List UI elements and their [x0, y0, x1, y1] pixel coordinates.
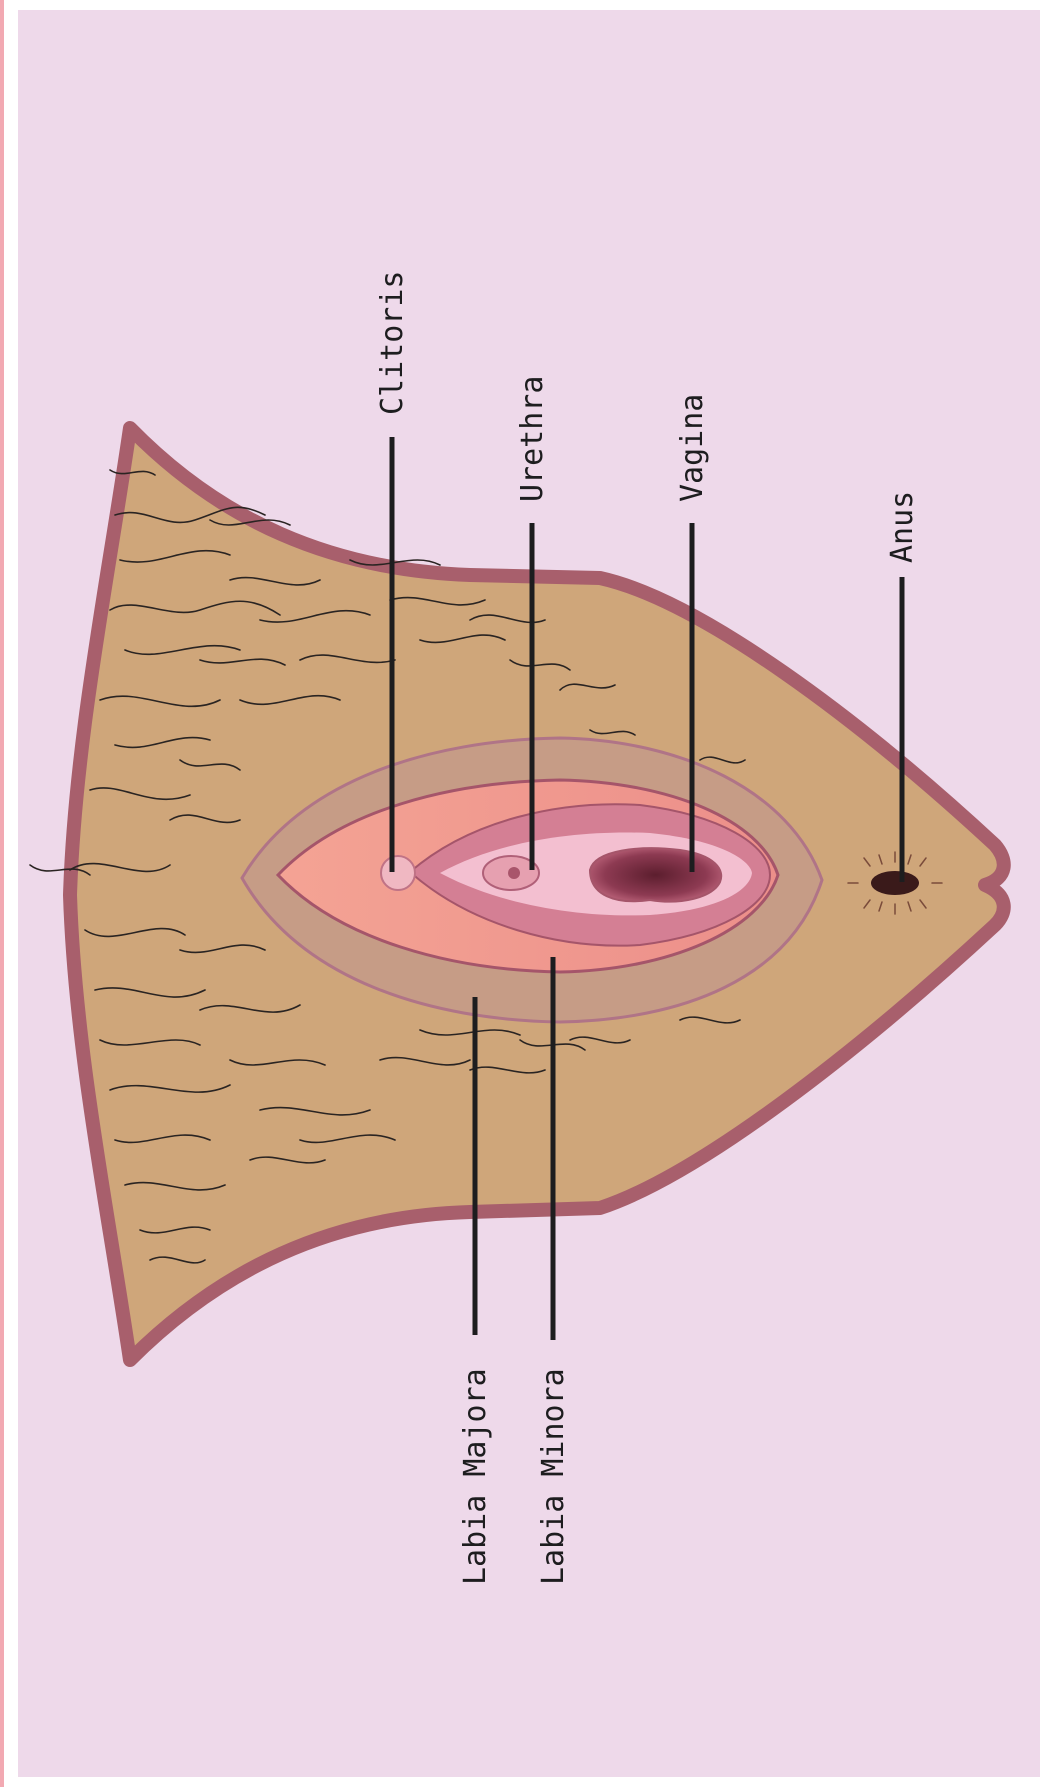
- label-urethra: Urethra: [515, 376, 550, 502]
- urethra-opening: [508, 867, 520, 879]
- label-vagina: Vagina: [675, 394, 710, 502]
- label-clitoris: Clitoris: [375, 271, 410, 416]
- vagina-opening-shape: [590, 848, 721, 901]
- label-anus: Anus: [885, 491, 920, 563]
- clitoris-shape: [381, 856, 415, 890]
- label-labia-majora: Labia Majora: [458, 1368, 493, 1585]
- label-labia-minora: Labia Minora: [536, 1368, 571, 1585]
